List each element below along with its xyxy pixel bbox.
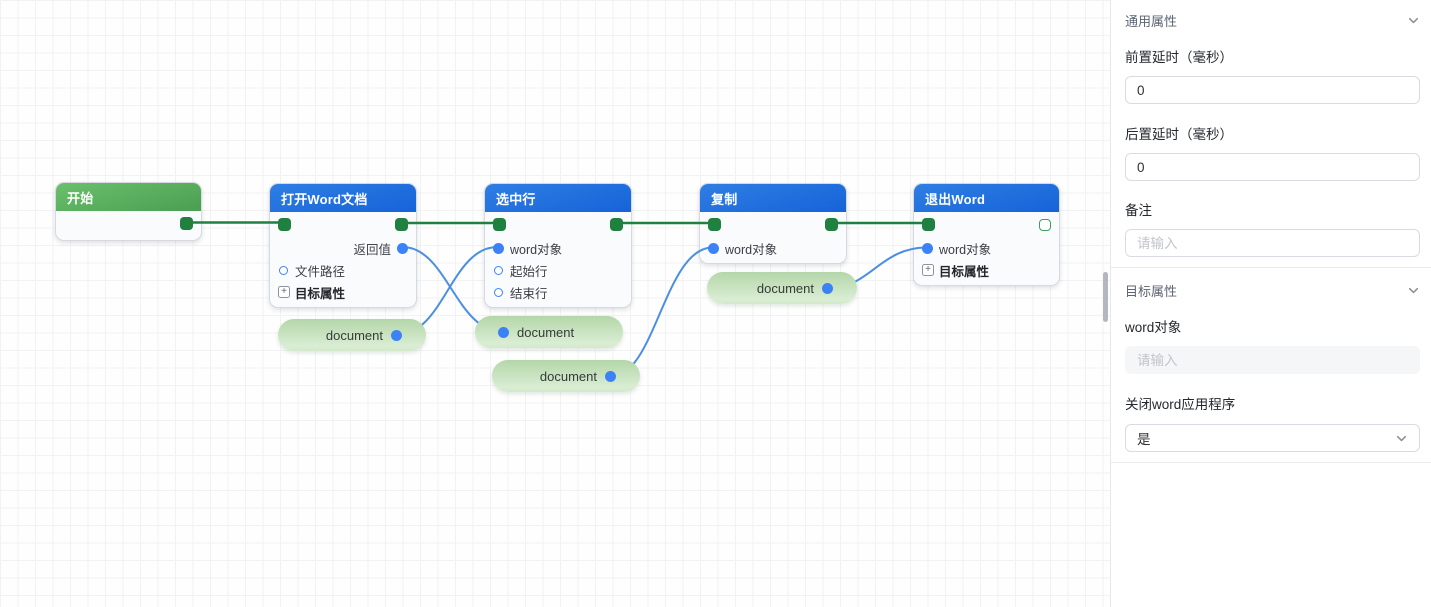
chevron-down-icon (1396, 435, 1407, 441)
variable-pill-document-2[interactable]: document (475, 316, 623, 348)
node-title: 复制 (711, 191, 738, 207)
properties-panel: 通用属性 前置延时（毫秒） 后置延时（毫秒） 备注 目标属性 word对象 关闭… (1110, 0, 1431, 607)
flow-in-port[interactable] (922, 218, 935, 231)
port-label: 目标属性 (295, 286, 346, 301)
pill-port-dot[interactable] (605, 370, 616, 382)
close-word-select[interactable]: 是 (1125, 424, 1420, 452)
flow-row (270, 212, 416, 237)
section-title: 目标属性 (1125, 283, 1178, 299)
node-title: 选中行 (496, 191, 536, 207)
flow-out-port-empty[interactable] (1039, 218, 1051, 231)
flow-in-port[interactable] (493, 218, 506, 231)
port-label: word对象 (939, 242, 992, 257)
flow-out-port[interactable] (825, 218, 838, 231)
node-select-rows-header: 选中行 (485, 184, 631, 212)
remark-input[interactable] (1125, 229, 1420, 257)
pill-label: document (517, 324, 575, 340)
node-open-word-header: 打开Word文档 (270, 184, 416, 212)
port-label: 返回值 (353, 242, 391, 257)
output-port-dot[interactable] (397, 242, 408, 254)
panel-divider (1111, 267, 1431, 268)
node-title: 开始 (67, 190, 94, 206)
variable-pill-document-4[interactable]: document (707, 272, 857, 304)
word-object-label: word对象 (1125, 320, 1182, 335)
flow-row (914, 212, 1059, 237)
input-port-circle[interactable] (279, 265, 288, 275)
port-row-target-props: 目标属性 (270, 281, 416, 303)
node-open-word[interactable]: 打开Word文档 返回值 文件路径 目标属性 (269, 183, 417, 308)
port-row-word-object: word对象 (914, 237, 1059, 259)
node-exit-word-header: 退出Word (914, 184, 1059, 212)
flow-out-port[interactable] (395, 218, 408, 231)
flow-row (56, 211, 201, 236)
pre-delay-input[interactable] (1125, 76, 1420, 104)
remark-label: 备注 (1125, 203, 1152, 218)
port-label: 文件路径 (295, 264, 346, 279)
pill-port-dot[interactable] (391, 329, 402, 341)
node-start-header: 开始 (56, 183, 201, 211)
port-label: word对象 (725, 242, 778, 257)
node-copy[interactable]: 复制 word对象 (699, 183, 847, 264)
port-row-end-line: 结束行 (485, 281, 631, 303)
pill-port-dot[interactable] (498, 326, 509, 338)
pre-delay-label: 前置延时（毫秒） (1125, 50, 1233, 65)
flow-row (700, 212, 846, 237)
vertical-scrollbar[interactable] (1103, 272, 1108, 322)
pill-label: document (756, 280, 814, 296)
input-port-circle[interactable] (494, 265, 503, 275)
flow-in-port[interactable] (278, 218, 291, 231)
close-word-label: 关闭word应用程序 (1125, 397, 1236, 412)
input-port-circle[interactable] (494, 287, 503, 297)
word-object-input (1125, 346, 1420, 374)
port-row-return-value: 返回值 (270, 237, 416, 259)
variable-pill-document-1[interactable]: document (278, 319, 426, 351)
node-exit-word[interactable]: 退出Word word对象 目标属性 (913, 183, 1060, 286)
chevron-down-icon (1408, 17, 1419, 23)
pill-label: document (325, 327, 383, 343)
input-port-dot[interactable] (493, 242, 504, 254)
flow-canvas[interactable]: 开始 打开Word文档 返回值 文件路径 (0, 0, 1110, 607)
variable-pill-document-3[interactable]: document (492, 360, 640, 392)
port-row-file-path: 文件路径 (270, 259, 416, 281)
flow-out-port[interactable] (610, 218, 623, 231)
port-row-start-line: 起始行 (485, 259, 631, 281)
port-row-target-props: 目标属性 (914, 259, 1059, 281)
section-title: 通用属性 (1125, 13, 1178, 29)
section-target-properties[interactable]: 目标属性 (1125, 282, 1420, 299)
port-label: 目标属性 (939, 264, 990, 279)
expand-plus-icon[interactable] (278, 286, 290, 298)
input-port-dot[interactable] (708, 242, 719, 254)
panel-divider (1111, 462, 1431, 463)
port-label: word对象 (510, 242, 563, 257)
input-port-dot[interactable] (922, 242, 933, 254)
port-label: 结束行 (510, 286, 548, 301)
expand-plus-icon[interactable] (922, 264, 934, 276)
post-delay-label: 后置延时（毫秒） (1125, 127, 1233, 142)
select-value: 是 (1137, 432, 1151, 447)
pill-port-dot[interactable] (822, 282, 833, 294)
node-title: 打开Word文档 (281, 191, 368, 207)
node-copy-header: 复制 (700, 184, 846, 212)
node-start[interactable]: 开始 (55, 182, 202, 241)
port-row-word-object: word对象 (700, 237, 846, 259)
pill-label: document (539, 368, 597, 384)
flow-row (485, 212, 631, 237)
port-row-word-object: word对象 (485, 237, 631, 259)
node-select-rows[interactable]: 选中行 word对象 起始行 结束行 (484, 183, 632, 308)
node-title: 退出Word (925, 191, 986, 207)
flow-in-port[interactable] (708, 218, 721, 231)
port-label: 起始行 (510, 264, 548, 279)
section-general-properties[interactable]: 通用属性 (1125, 12, 1420, 29)
post-delay-input[interactable] (1125, 153, 1420, 181)
chevron-down-icon (1408, 287, 1419, 293)
flow-out-port[interactable] (180, 217, 193, 230)
